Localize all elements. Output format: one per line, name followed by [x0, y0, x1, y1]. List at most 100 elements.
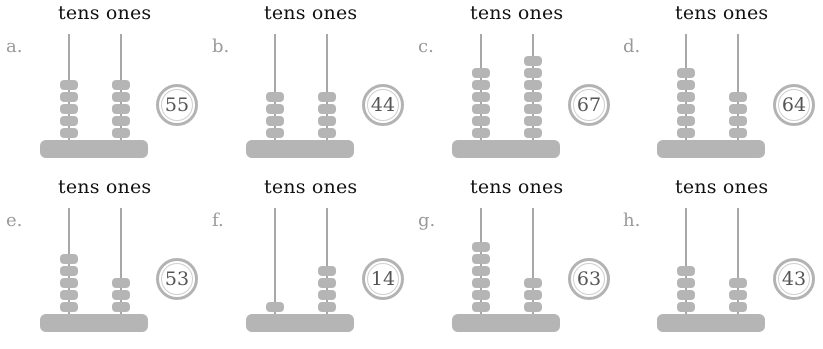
tens-bead — [60, 80, 78, 90]
abacus-base — [246, 314, 354, 332]
ones-bead — [318, 116, 336, 126]
abacus-item: tens ones f. 14 — [206, 174, 412, 348]
tens-bead — [266, 302, 284, 312]
column-header: tens ones — [470, 2, 564, 24]
item-letter: f. — [212, 210, 224, 231]
ones-bead — [524, 104, 542, 114]
abacus-base — [452, 140, 560, 158]
ones-rod — [737, 208, 739, 318]
item-letter: e. — [6, 210, 23, 231]
tens-bead — [60, 116, 78, 126]
tens-rod — [274, 208, 276, 318]
tens-bead — [60, 266, 78, 276]
ones-bead — [729, 128, 747, 138]
abacus-base — [40, 314, 148, 332]
tens-bead — [472, 92, 490, 102]
ones-rod — [120, 208, 122, 318]
ones-bead — [524, 116, 542, 126]
ones-bead — [112, 302, 130, 312]
tens-bead — [266, 104, 284, 114]
item-letter: g. — [418, 210, 436, 231]
ones-bead — [524, 290, 542, 300]
column-header: tens ones — [675, 2, 769, 24]
ones-bead — [318, 302, 336, 312]
ones-bead — [112, 128, 130, 138]
tens-bead — [60, 254, 78, 264]
tens-bead — [472, 128, 490, 138]
tens-bead — [677, 116, 695, 126]
tens-bead — [677, 128, 695, 138]
ones-bead — [318, 92, 336, 102]
abacus-base — [246, 140, 354, 158]
tens-bead — [472, 266, 490, 276]
ones-bead — [729, 104, 747, 114]
tens-bead — [677, 68, 695, 78]
tens-bead — [677, 290, 695, 300]
answer-circle: 14 — [362, 258, 404, 300]
answer-circle: 53 — [156, 258, 198, 300]
ones-bead — [318, 104, 336, 114]
tens-bead — [677, 104, 695, 114]
tens-bead — [472, 254, 490, 264]
tens-bead — [472, 116, 490, 126]
ones-bead — [524, 302, 542, 312]
answer-circle: 64 — [773, 84, 815, 126]
tens-bead — [472, 302, 490, 312]
ones-bead — [318, 128, 336, 138]
tens-bead — [472, 242, 490, 252]
ones-bead — [729, 290, 747, 300]
tens-bead — [60, 128, 78, 138]
ones-rod — [532, 208, 534, 318]
ones-bead — [524, 80, 542, 90]
tens-bead — [472, 80, 490, 90]
answer-circle: 63 — [568, 258, 610, 300]
answer-circle: 44 — [362, 84, 404, 126]
ones-bead — [112, 290, 130, 300]
ones-bead — [112, 104, 130, 114]
column-header: tens ones — [264, 2, 358, 24]
ones-bead — [524, 56, 542, 66]
abacus-item: tens ones d. 64 — [617, 0, 823, 174]
ones-bead — [729, 278, 747, 288]
abacus-base — [657, 314, 765, 332]
tens-bead — [472, 290, 490, 300]
tens-bead — [677, 266, 695, 276]
ones-bead — [729, 116, 747, 126]
tens-bead — [60, 290, 78, 300]
tens-bead — [677, 80, 695, 90]
tens-rod — [274, 34, 276, 144]
abacus-item: tens ones a. 55 — [0, 0, 206, 174]
abacus-base — [40, 140, 148, 158]
tens-bead — [60, 104, 78, 114]
ones-bead — [112, 80, 130, 90]
ones-bead — [524, 68, 542, 78]
ones-bead — [112, 92, 130, 102]
tens-bead — [677, 92, 695, 102]
item-letter: d. — [623, 36, 641, 57]
abacus-item: tens ones b. 44 — [206, 0, 412, 174]
item-letter: h. — [623, 210, 641, 231]
item-letter: b. — [212, 36, 230, 57]
answer-circle: 43 — [773, 258, 815, 300]
tens-bead — [60, 92, 78, 102]
ones-bead — [112, 278, 130, 288]
tens-bead — [472, 278, 490, 288]
ones-bead — [729, 302, 747, 312]
ones-bead — [318, 290, 336, 300]
ones-bead — [318, 278, 336, 288]
tens-bead — [60, 278, 78, 288]
ones-rod — [737, 34, 739, 144]
tens-bead — [266, 116, 284, 126]
ones-bead — [524, 128, 542, 138]
tens-bead — [677, 302, 695, 312]
ones-bead — [318, 266, 336, 276]
ones-bead — [524, 92, 542, 102]
ones-rod — [326, 208, 328, 318]
item-letter: a. — [6, 36, 23, 57]
tens-bead — [472, 104, 490, 114]
abacus-item: tens ones g. 63 — [412, 174, 618, 348]
abacus-base — [657, 140, 765, 158]
abacus-item: tens ones e. 53 — [0, 174, 206, 348]
tens-bead — [266, 92, 284, 102]
